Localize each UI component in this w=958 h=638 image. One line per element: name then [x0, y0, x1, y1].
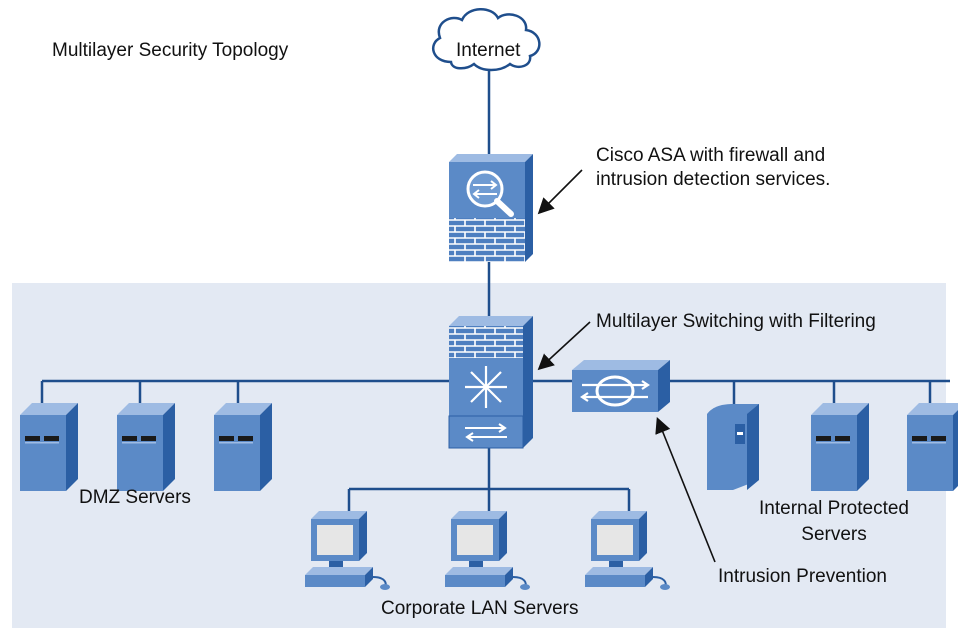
internal-servers-label: Internal Protected Servers — [759, 498, 909, 545]
server-icon — [811, 403, 869, 491]
corporate-lan-label: Corporate LAN Servers — [381, 598, 579, 619]
ips-icon — [572, 360, 670, 412]
dmz-servers-label: DMZ Servers — [79, 487, 191, 508]
asa-label: Cisco ASA with firewall and intrusion de… — [596, 145, 831, 190]
server-icon — [707, 404, 759, 490]
diagram-title: Multilayer Security Topology — [52, 40, 289, 61]
switch-icon — [448, 316, 533, 449]
server-icon — [117, 403, 175, 491]
server-icon — [214, 403, 272, 491]
ips-label: Intrusion Prevention — [718, 566, 887, 587]
server-icon — [20, 403, 78, 491]
multilayer-switch-label: Multilayer Switching with Filtering — [596, 311, 876, 332]
callout-arrows — [537, 169, 716, 563]
server-icon — [907, 403, 958, 491]
internet-label: Internet — [456, 40, 521, 61]
cloud-icon — [431, 8, 541, 72]
firewall-icon — [449, 154, 533, 262]
